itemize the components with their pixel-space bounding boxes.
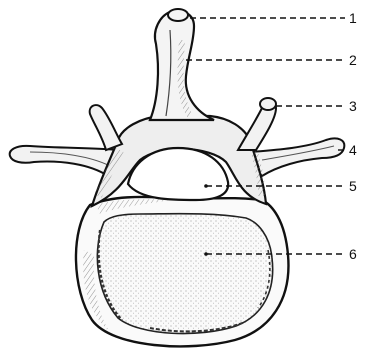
label-4: 4 [349, 142, 357, 158]
label-3: 3 [349, 98, 357, 114]
pointer-dot-6 [204, 252, 208, 256]
left-articular-process [90, 105, 122, 150]
label-6: 6 [349, 246, 357, 262]
label-5: 5 [349, 178, 357, 194]
spinous-process [150, 9, 214, 120]
right-articular-process [238, 98, 276, 150]
pointer-dot-5 [204, 184, 208, 188]
right-transverse-process [250, 138, 344, 176]
left-transverse-process [10, 146, 118, 176]
vertebral-body [76, 197, 289, 346]
label-2: 2 [349, 52, 357, 68]
label-1: 1 [349, 10, 357, 26]
